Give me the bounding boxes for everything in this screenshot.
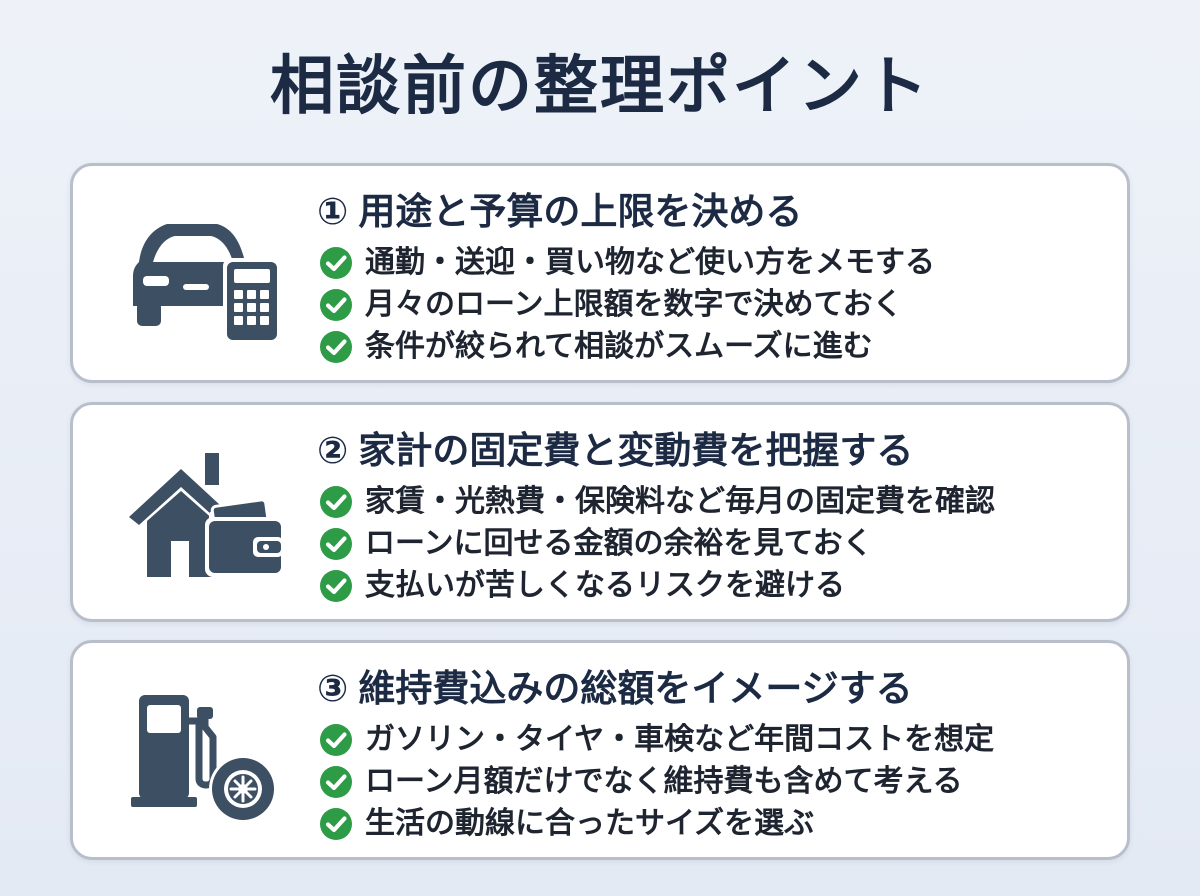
check-circle-icon [320,247,352,279]
card-heading-text: 用途と予算の上限を決める [358,190,803,233]
house-wallet-icon [125,445,285,585]
checklist: 通勤・送迎・買い物など使い方をメモする 月々のローン上限額を数字で決めておく 条… [319,242,935,368]
check-circle-icon [320,570,352,602]
check-circle-icon [320,808,352,840]
checklist-item: 支払いが苦しくなるリスクを避ける [319,565,995,607]
checklist-item-text: ローンに回せる金額の余裕を見ておく [365,526,873,561]
checklist-item: ローン月額だけでなく維持費も含めて考える [319,761,994,803]
checklist-item-text: 月々のローン上限額を数字で決めておく [365,287,903,322]
check-circle-icon [320,331,352,363]
card-heading-text: 家計の固定費と変動費を把握する [358,429,914,472]
checklist-item-text: 生活の動線に合ったサイズを選ぶ [365,806,815,841]
card-heading-text: 維持費込みの総額をイメージする [358,667,913,710]
check-circle-icon [320,289,352,321]
fuel-tire-icon [125,683,285,823]
checklist-item: ローンに回せる金額の余裕を見ておく [319,523,995,565]
checklist-item: ガソリン・タイヤ・車検など年間コストを想定 [319,719,994,761]
card-number: ① [317,190,349,233]
checklist-item-text: 通勤・送迎・買い物など使い方をメモする [365,245,935,280]
checklist-item-text: ガソリン・タイヤ・車検など年間コストを想定 [365,722,995,757]
checklist-item: 条件が絞られて相談がスムーズに進む [319,326,935,368]
checklist: 家賃・光熱費・保険料など毎月の固定費を確認 ローンに回せる金額の余裕を見ておく … [319,481,995,607]
checklist-item-text: 支払いが苦しくなるリスクを避ける [365,568,845,603]
check-circle-icon [320,528,352,560]
checklist-item-text: ローン月額だけでなく維持費も含めて考える [365,764,963,799]
checklist: ガソリン・タイヤ・車検など年間コストを想定 ローン月額だけでなく維持費も含めて考… [319,719,994,845]
check-circle-icon [320,766,352,798]
check-circle-icon [320,724,352,756]
checklist-item: 生活の動線に合ったサイズを選ぶ [319,803,994,845]
car-calculator-icon [125,206,285,346]
check-circle-icon [320,486,352,518]
checklist-item-text: 条件が絞られて相談がスムーズに進む [365,329,873,364]
checklist-item: 通勤・送迎・買い物など使い方をメモする [319,242,935,284]
card-number: ② [317,429,349,472]
checklist-item-text: 家賃・光熱費・保険料など毎月の固定費を確認 [365,484,995,519]
checklist-item: 月々のローン上限額を数字で決めておく [319,284,935,326]
checklist-item: 家賃・光熱費・保険料など毎月の固定費を確認 [319,481,995,523]
card-number: ③ [317,667,349,710]
page-title: 相談前の整理ポイント [270,50,930,124]
